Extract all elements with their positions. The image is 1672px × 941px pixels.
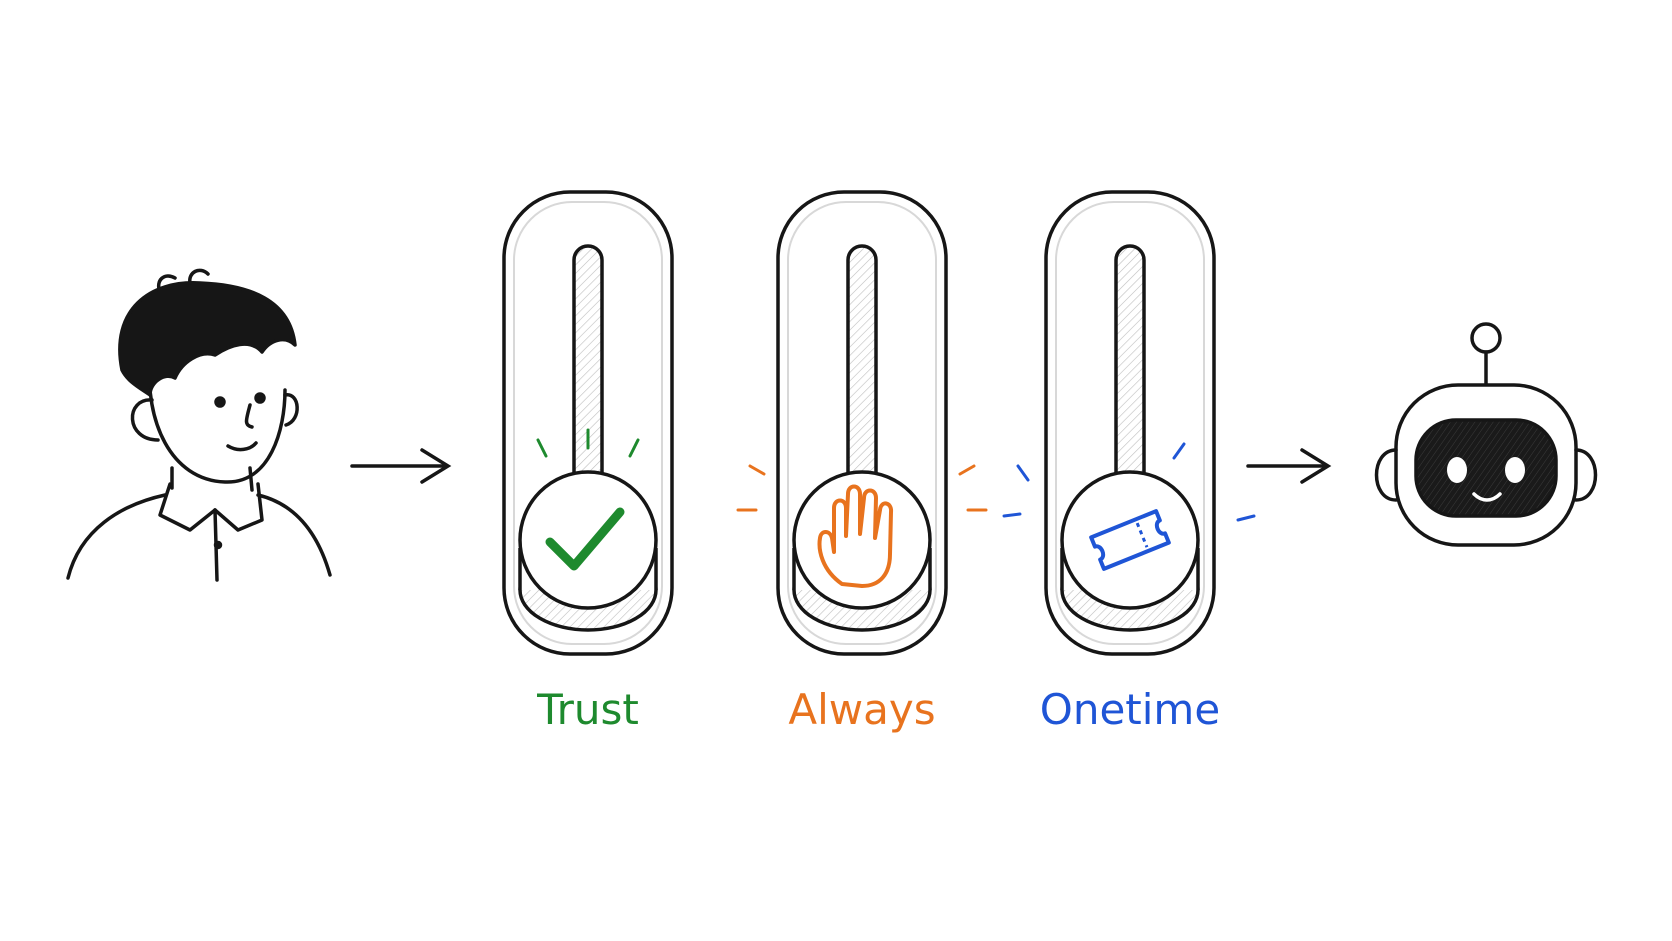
toggle-knob[interactable] [792, 470, 932, 610]
person-icon [66, 268, 332, 582]
toggle-track [1114, 244, 1146, 498]
emphasis-marks [1002, 442, 1256, 522]
toggle-knob[interactable] [518, 470, 658, 610]
ticket-icon [1089, 509, 1171, 571]
raised-hand-icon [817, 484, 894, 588]
mode-label-onetime: Onetime [1040, 685, 1220, 734]
robot-icon [1374, 322, 1598, 547]
toggle-always[interactable] [736, 190, 988, 656]
arrow-right-icon [350, 448, 452, 484]
toggle-trust[interactable] [502, 190, 674, 656]
emphasis-marks [536, 428, 640, 458]
toggle-track [846, 244, 878, 498]
mode-label-always: Always [788, 685, 935, 734]
toggle-onetime[interactable] [1002, 190, 1256, 656]
mode-label-trust: Trust [536, 685, 639, 734]
checkmark-icon [545, 507, 625, 571]
toggle-knob[interactable] [1060, 470, 1200, 610]
arrow-right-icon [1246, 448, 1332, 484]
emphasis-marks [736, 464, 988, 512]
toggle-track [572, 244, 604, 498]
